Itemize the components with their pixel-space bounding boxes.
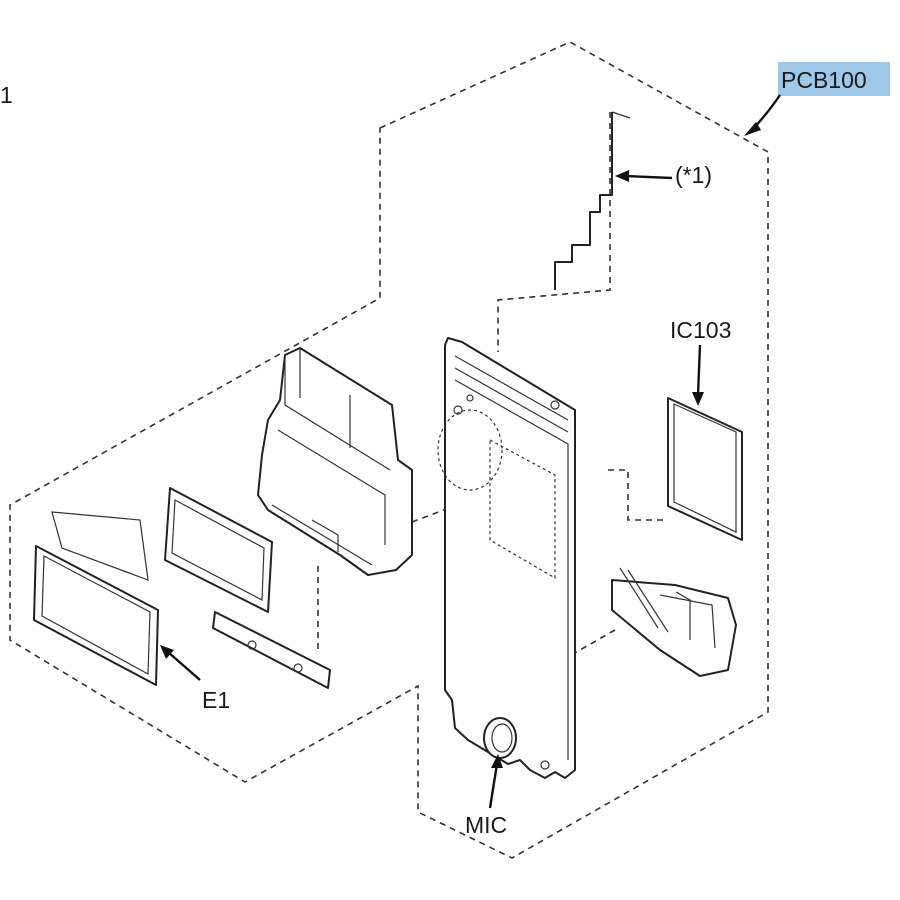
ic103-part <box>667 397 743 541</box>
mid-dashed-link <box>608 469 668 521</box>
flex-cable <box>554 112 613 290</box>
mic-leader <box>488 754 503 809</box>
corner-label: 1 <box>0 82 13 108</box>
glass-panel <box>164 487 273 613</box>
flex-cable-edge <box>611 111 631 119</box>
flex-cable-dashed <box>497 112 611 352</box>
ic103-leader <box>692 344 704 406</box>
mic-label: MIC <box>465 812 507 838</box>
e1-leader <box>160 645 201 681</box>
note-leader <box>615 170 673 182</box>
strip-bracket <box>212 611 331 689</box>
pcb100-highlight <box>778 62 890 96</box>
connector-part <box>611 567 737 677</box>
pcb100-leader <box>744 94 781 136</box>
e1-label: E1 <box>202 687 230 713</box>
ic103-label: IC103 <box>670 317 731 343</box>
lcd-e1 <box>33 511 159 686</box>
pcb100-label: PCB100 <box>781 67 867 93</box>
pcb-board <box>437 337 576 779</box>
display-frame <box>257 347 413 576</box>
microphone <box>483 717 517 759</box>
pcb-group-outline <box>9 41 769 859</box>
note-label: (*1) <box>675 162 712 188</box>
